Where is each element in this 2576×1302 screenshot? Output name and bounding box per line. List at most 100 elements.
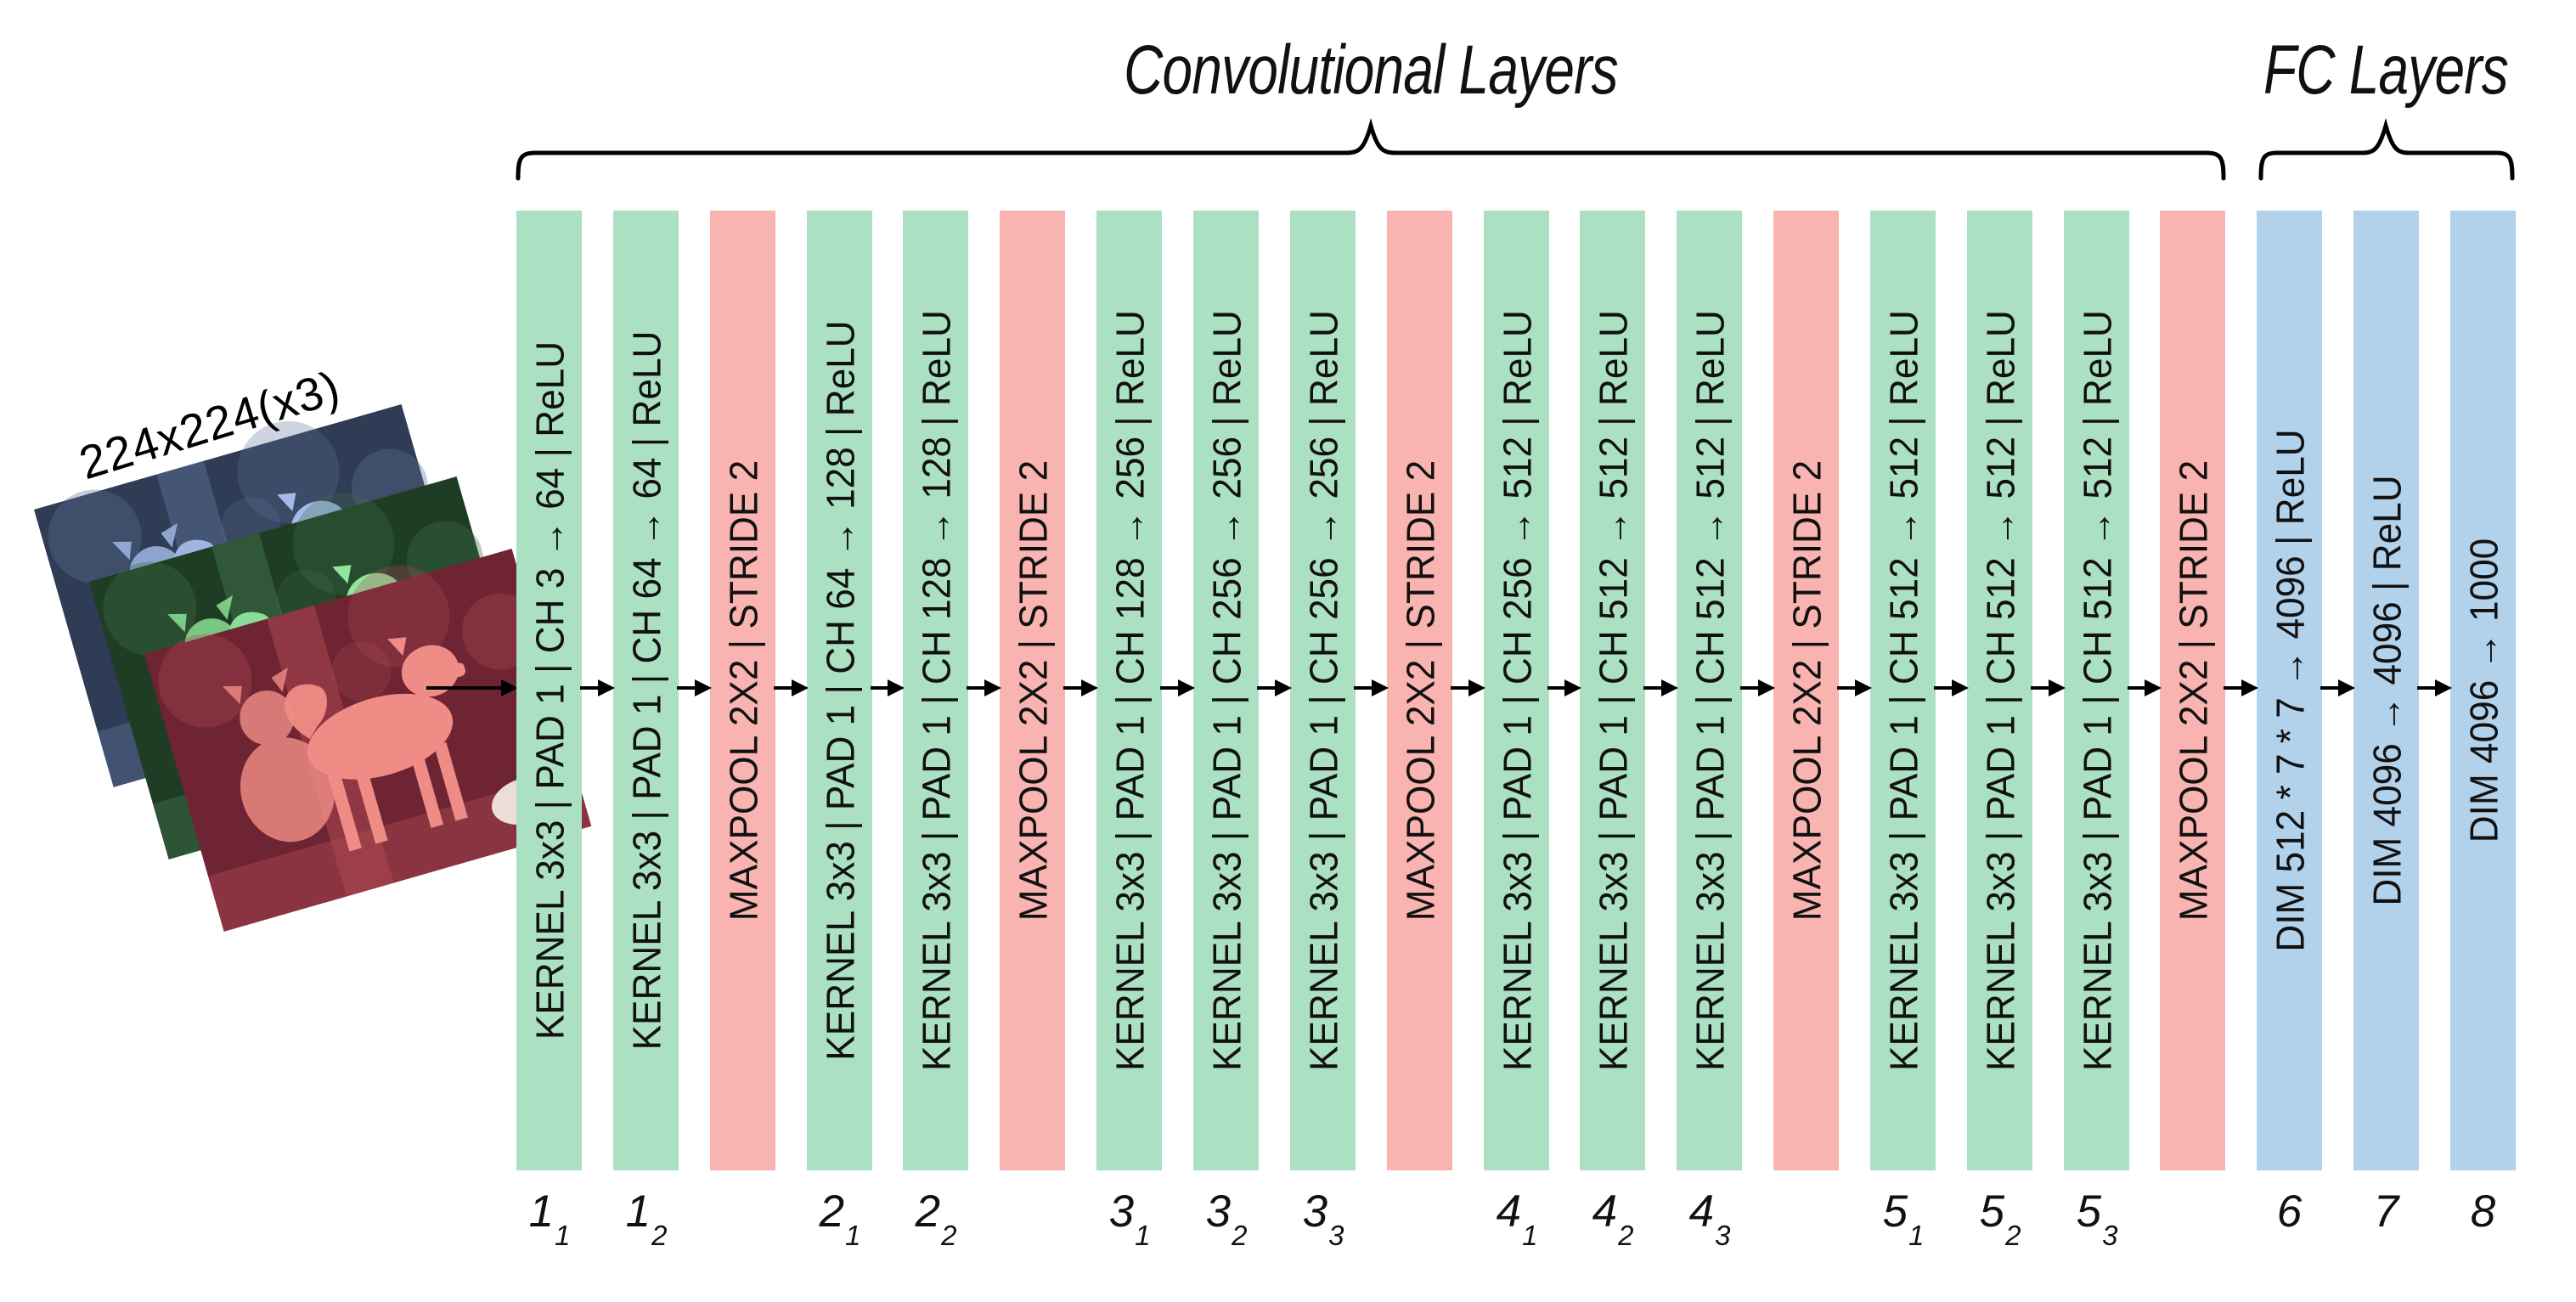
arrow-shaft xyxy=(580,686,603,690)
arrow-head-icon xyxy=(888,679,905,696)
layer-bar-fc-21: DIM 4096 → 1000 xyxy=(2450,211,2516,1170)
layer-number-33: 33 xyxy=(1302,1186,1344,1251)
layer-bar-label: KERNEL 3x3 | PAD 1 | CH 64 → 64 | ReLU xyxy=(623,330,668,1051)
layer-arrow xyxy=(1740,679,1775,696)
layer-bar-pool-18: MAXPOOL 2X2 | STRIDE 2 xyxy=(2160,211,2225,1170)
layer-arrow xyxy=(871,679,905,696)
layer-bar-conv-4: KERNEL 3x3 | PAD 1 | CH 64 → 128 | ReLU xyxy=(807,211,872,1170)
layer-arrow xyxy=(2224,679,2258,696)
layer-bar-conv-12: KERNEL 3x3 | PAD 1 | CH 512 → 512 | ReLU xyxy=(1580,211,1645,1170)
layer-arrow xyxy=(1643,679,1678,696)
layer-bar-label: KERNEL 3x3 | PAD 1 | CH 512 → 512 | ReLU xyxy=(1590,310,1635,1071)
layer-bar-conv-15: KERNEL 3x3 | PAD 1 | CH 512 → 512 | ReLU xyxy=(1870,211,1936,1170)
input-arrow xyxy=(426,679,518,696)
layer-number-31: 31 xyxy=(1108,1186,1151,1251)
layer-bar-pool-6: MAXPOOL 2X2 | STRIDE 2 xyxy=(1000,211,1065,1170)
layer-bar-pool-10: MAXPOOL 2X2 | STRIDE 2 xyxy=(1387,211,1452,1170)
layer-bar-label: DIM 512 * 7 * 7 → 4096 | ReLU xyxy=(2267,429,2312,952)
layer-bar-label: KERNEL 3x3 | PAD 1 | CH 256 → 256 | ReLU xyxy=(1203,310,1249,1071)
layer-bar-label: MAXPOOL 2X2 | STRIDE 2 xyxy=(720,459,765,922)
arrow-head-icon xyxy=(2049,679,2066,696)
arrow-head-icon xyxy=(1372,679,1389,696)
arrow-shaft xyxy=(1063,686,1086,690)
layer-number-7: 7 xyxy=(2373,1186,2399,1237)
arrow-shaft xyxy=(2417,686,2440,690)
arrow-shaft xyxy=(1643,686,1666,690)
arrow-shaft xyxy=(2224,686,2246,690)
layer-arrow xyxy=(1837,679,1872,696)
layer-bar-conv-2: KERNEL 3x3 | PAD 1 | CH 64 → 64 | ReLU xyxy=(613,211,679,1170)
arrow-shaft xyxy=(1257,686,1280,690)
layer-bar-conv-5: KERNEL 3x3 | PAD 1 | CH 128 → 128 | ReLU xyxy=(903,211,968,1170)
layer-number-32: 32 xyxy=(1205,1186,1248,1251)
layer-arrow xyxy=(2031,679,2066,696)
arrow-head-icon xyxy=(598,679,615,696)
layer-bar-label: KERNEL 3x3 | PAD 1 | CH 128 → 128 | ReLU xyxy=(913,310,958,1071)
arrow-head-icon xyxy=(1468,679,1485,696)
layer-bar-pool-14: MAXPOOL 2X2 | STRIDE 2 xyxy=(1773,211,1839,1170)
layer-bar-conv-11: KERNEL 3x3 | PAD 1 | CH 256 → 512 | ReLU xyxy=(1484,211,1549,1170)
conv-layers-brace xyxy=(516,117,2226,181)
arrow-head-icon xyxy=(1178,679,1195,696)
layer-arrow xyxy=(1257,679,1292,696)
arrow-head-icon xyxy=(695,679,712,696)
arrow-shaft xyxy=(1837,686,1860,690)
layer-bar-conv-16: KERNEL 3x3 | PAD 1 | CH 512 → 512 | ReLU xyxy=(1967,211,2032,1170)
layer-bar-label: MAXPOOL 2X2 | STRIDE 2 xyxy=(2170,459,2215,922)
layer-bar-label: KERNEL 3x3 | PAD 1 | CH 512 → 512 | ReLU xyxy=(2074,310,2119,1071)
arrow-shaft xyxy=(967,686,989,690)
layer-bar-label: KERNEL 3x3 | PAD 1 | CH 256 → 256 | ReLU xyxy=(1300,310,1345,1071)
conv-layers-title: Convolutional Layers xyxy=(1124,31,1619,109)
layer-bar-fc-19: DIM 512 * 7 * 7 → 4096 | ReLU xyxy=(2257,211,2322,1170)
layer-bar-label: KERNEL 3x3 | PAD 1 | CH 512 → 512 | ReLU xyxy=(1880,310,1925,1071)
layer-bar-conv-1: KERNEL 3x3 | PAD 1 | CH 3 → 64 | ReLU xyxy=(516,211,582,1170)
layer-bar-label: MAXPOOL 2X2 | STRIDE 2 xyxy=(1010,459,1055,922)
arrow-shaft xyxy=(871,686,893,690)
layer-number-6: 6 xyxy=(2276,1186,2303,1237)
fc-layers-brace xyxy=(2258,117,2515,181)
layer-arrow xyxy=(580,679,615,696)
layer-bar-label: KERNEL 3x3 | PAD 1 | CH 512 → 512 | ReLU xyxy=(1687,310,1732,1071)
layer-arrow xyxy=(1063,679,1098,696)
layer-arrow xyxy=(2417,679,2452,696)
layer-bar-label: KERNEL 3x3 | PAD 1 | CH 3 → 64 | ReLU xyxy=(527,341,572,1040)
layer-bar-label: KERNEL 3x3 | PAD 1 | CH 256 → 512 | ReLU xyxy=(1494,310,1539,1071)
layer-arrow xyxy=(1451,679,1485,696)
arrow-shaft xyxy=(426,686,506,690)
layer-number-42: 42 xyxy=(1592,1186,1634,1251)
arrow-head-icon xyxy=(2435,679,2452,696)
arrow-head-icon xyxy=(1661,679,1678,696)
layer-number-11: 11 xyxy=(528,1186,571,1251)
arrow-head-icon xyxy=(1564,679,1581,696)
layer-arrow xyxy=(1934,679,1969,696)
layer-number-53: 53 xyxy=(2076,1186,2118,1251)
layer-bar-conv-9: KERNEL 3x3 | PAD 1 | CH 256 → 256 | ReLU xyxy=(1290,211,1356,1170)
layer-bar-label: MAXPOOL 2X2 | STRIDE 2 xyxy=(1784,459,1829,922)
layer-number-21: 21 xyxy=(819,1186,861,1251)
layer-number-52: 52 xyxy=(1979,1186,2021,1251)
arrow-head-icon xyxy=(2338,679,2355,696)
arrow-shaft xyxy=(2128,686,2150,690)
layer-number-43: 43 xyxy=(1688,1186,1731,1251)
arrow-head-icon xyxy=(2145,679,2162,696)
arrow-shaft xyxy=(774,686,797,690)
layer-arrow xyxy=(1354,679,1389,696)
layer-arrow xyxy=(1547,679,1581,696)
layer-bar-conv-7: KERNEL 3x3 | PAD 1 | CH 128 → 256 | ReLU xyxy=(1096,211,1162,1170)
layer-number-22: 22 xyxy=(915,1186,957,1251)
layer-bar-pool-3: MAXPOOL 2X2 | STRIDE 2 xyxy=(710,211,775,1170)
arrow-shaft xyxy=(1740,686,1763,690)
arrow-shaft xyxy=(1934,686,1957,690)
layer-bar-label: MAXPOOL 2X2 | STRIDE 2 xyxy=(1397,459,1442,922)
layer-bar-label: KERNEL 3x3 | PAD 1 | CH 64 → 128 | ReLU xyxy=(817,320,862,1061)
arrow-shaft xyxy=(1354,686,1377,690)
arrow-shaft xyxy=(2031,686,2054,690)
layer-arrow xyxy=(1160,679,1195,696)
arrow-shaft xyxy=(677,686,700,690)
layer-bar-label: KERNEL 3x3 | PAD 1 | CH 128 → 256 | ReLU xyxy=(1107,310,1152,1071)
layer-number-12: 12 xyxy=(625,1186,668,1251)
layer-number-51: 51 xyxy=(1882,1186,1925,1251)
arrow-head-icon xyxy=(1758,679,1775,696)
arrow-head-icon xyxy=(1275,679,1292,696)
